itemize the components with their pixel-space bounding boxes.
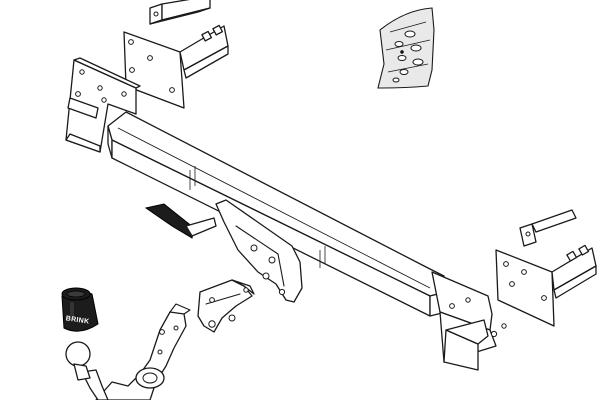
loose-mechanism-part [197, 279, 255, 333]
right-end-plate [495, 244, 597, 327]
tow-ball-neck [81, 303, 191, 400]
crossbar [107, 111, 447, 317]
small-top-bracket [149, 0, 211, 25]
tow-ball [65, 341, 91, 381]
socket-holder-plate [215, 199, 303, 303]
top-bracket-plate [123, 24, 229, 109]
hardware-bag [377, 7, 435, 89]
right-small-bracket [519, 209, 577, 247]
left-side-bracket [65, 57, 141, 153]
locking-clamp [144, 203, 217, 239]
right-side-bracket [431, 271, 507, 371]
brand-label: BRINK [65, 315, 89, 325]
electrical-socket: BRINK [61, 287, 99, 332]
